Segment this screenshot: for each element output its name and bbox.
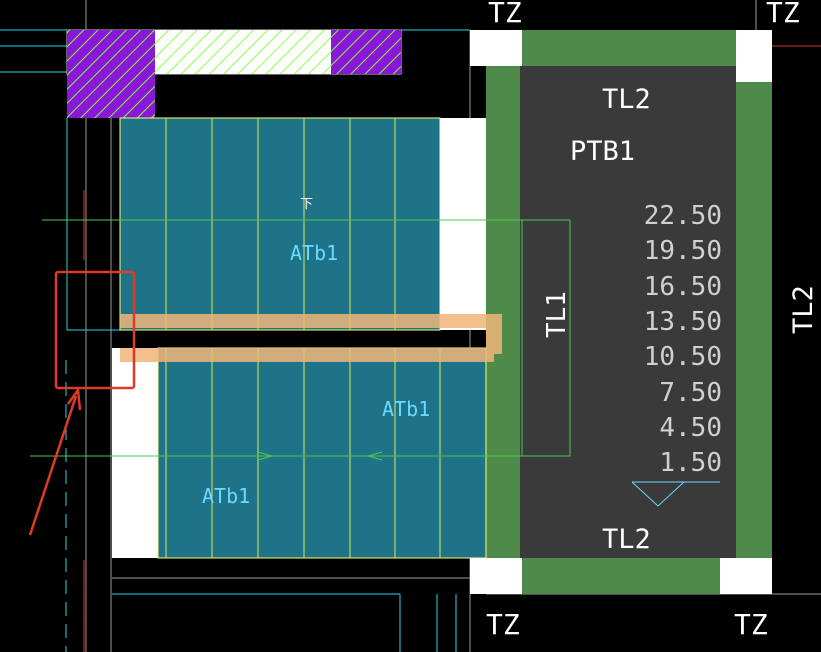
elevation-value: 22.50 bbox=[644, 201, 722, 231]
label-atb1-lower-left: ATb1 bbox=[202, 484, 250, 508]
hatched-wall bbox=[66, 29, 402, 118]
elevation-value: 1.50 bbox=[659, 448, 722, 478]
label-atb1-lower-right: ATb1 bbox=[382, 397, 430, 421]
label-tl2-bottom: TL2 bbox=[602, 524, 651, 555]
label-tz-bottom-left: TZ bbox=[486, 608, 520, 641]
label-tz-top-right: TZ bbox=[766, 0, 800, 29]
annotation-lines bbox=[30, 219, 720, 507]
elevation-value: 13.50 bbox=[644, 307, 722, 337]
highlight-arrow bbox=[28, 395, 78, 536]
label-tz-bottom-right: TZ bbox=[734, 608, 768, 641]
label-tl2-right: TL2 bbox=[788, 285, 819, 334]
column-top-left bbox=[470, 30, 522, 66]
elevation-value: 16.50 bbox=[644, 272, 722, 302]
middle-beams bbox=[120, 314, 502, 362]
label-tl1: TL1 bbox=[542, 291, 572, 338]
elevation-value: 7.50 bbox=[659, 378, 722, 408]
column-bottom-right bbox=[720, 558, 772, 594]
lower-flight bbox=[112, 347, 487, 559]
column-top-right bbox=[736, 30, 772, 82]
elevation-list: 22.50 19.50 16.50 13.50 10.50 7.50 4.50 1.50 bbox=[644, 201, 722, 478]
label-tl2-top: TL2 bbox=[602, 84, 651, 115]
landing-slab bbox=[520, 66, 736, 558]
drawing-labels: TZ TZ TZ TZ TL2 TL2 TL2 PTB1 TL1 ATb1 AT… bbox=[202, 0, 819, 641]
label-ptb1: PTB1 bbox=[570, 136, 635, 167]
columns bbox=[470, 30, 772, 594]
column-bottom-left bbox=[470, 558, 522, 594]
highlight-box bbox=[54, 270, 136, 390]
label-tz-top-left: TZ bbox=[488, 0, 522, 29]
highlight-annotation bbox=[28, 270, 136, 536]
label-atb1-upper: ATb1 bbox=[290, 241, 338, 265]
elevation-value: 4.50 bbox=[659, 413, 722, 443]
elevation-value: 10.50 bbox=[644, 342, 722, 372]
label-down-mark: 下 bbox=[300, 197, 313, 212]
upper-flight bbox=[119, 117, 486, 331]
elevation-value: 19.50 bbox=[644, 236, 722, 266]
